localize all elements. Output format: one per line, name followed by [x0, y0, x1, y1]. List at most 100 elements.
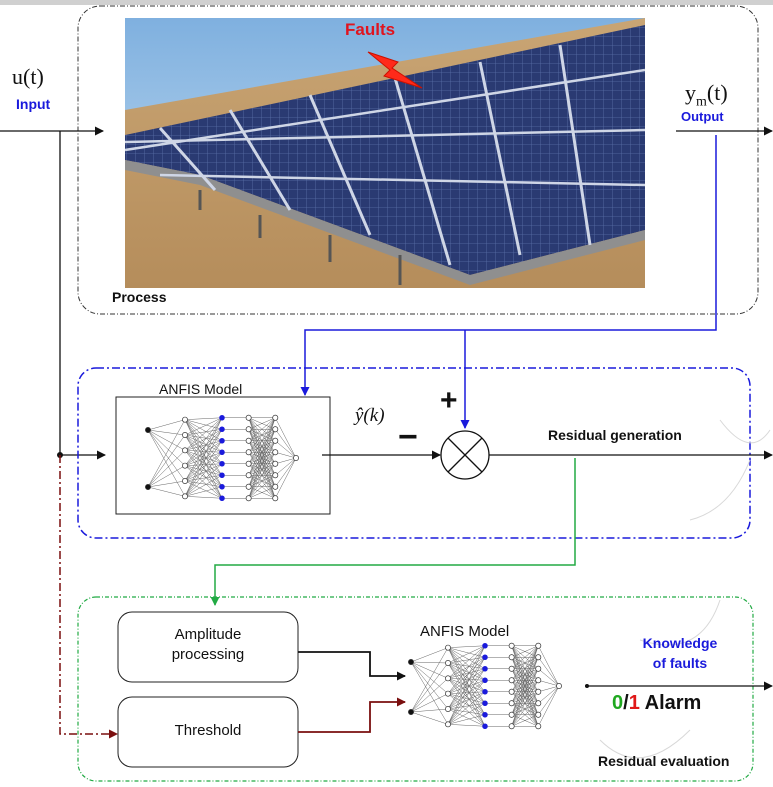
- network-node: [482, 654, 488, 660]
- network-edge: [184, 450, 223, 453]
- network-node: [219, 461, 225, 467]
- network-edge: [248, 486, 276, 499]
- network-edge: [447, 714, 486, 725]
- network-node: [535, 654, 542, 661]
- threshold-to-anfis-line: [298, 697, 406, 733]
- network-edge: [184, 480, 223, 487]
- network-edge: [447, 668, 486, 694]
- network-node: [245, 437, 252, 444]
- network-edge: [248, 452, 276, 499]
- network-edge: [447, 703, 486, 725]
- network-edge: [184, 465, 223, 487]
- network-node: [508, 642, 515, 649]
- network-edge: [184, 429, 223, 451]
- network-node: [445, 660, 451, 666]
- network-node: [182, 447, 188, 454]
- network-edge: [447, 680, 486, 710]
- network-edge: [538, 645, 560, 687]
- network-edge: [248, 429, 276, 499]
- knowledge-of-faults-label: Knowledge of faults: [642, 635, 718, 671]
- network-node: [182, 462, 188, 469]
- network-node: [508, 723, 515, 730]
- network-edge: [511, 680, 539, 727]
- network-edge: [184, 486, 223, 497]
- network-node: [508, 700, 515, 707]
- network-edge: [184, 434, 223, 441]
- network-edge: [447, 668, 486, 679]
- network-edge: [538, 685, 560, 704]
- network-node: [245, 495, 252, 502]
- input-label: Input: [16, 96, 51, 112]
- network-node: [245, 483, 252, 490]
- network-edge: [184, 417, 223, 436]
- network-edge: [147, 429, 186, 497]
- network-edge: [511, 703, 539, 727]
- network-node: [508, 665, 515, 672]
- network-edge: [447, 693, 486, 715]
- network-node: [219, 426, 225, 433]
- network-edge: [447, 647, 486, 681]
- network-edge: [248, 417, 276, 499]
- network-edge: [184, 475, 223, 482]
- network-node: [482, 665, 488, 672]
- network-edge: [511, 645, 539, 681]
- network-node: [145, 484, 151, 490]
- network-edge: [184, 417, 223, 466]
- neural-network-icon: [408, 642, 562, 730]
- network-node: [182, 432, 188, 438]
- network-edge: [511, 645, 539, 658]
- network-node: [508, 654, 515, 661]
- network-edge: [538, 657, 560, 687]
- network-edge: [147, 419, 186, 488]
- network-node: [219, 415, 225, 421]
- network-edge: [447, 662, 486, 681]
- network-edge: [248, 417, 276, 441]
- network-edge: [447, 693, 486, 704]
- network-node: [482, 723, 488, 729]
- network-edge: [410, 661, 449, 664]
- amplitude-processing-box: [117, 611, 299, 683]
- network-node: [445, 706, 451, 712]
- network-node: [508, 688, 515, 695]
- network-node: [272, 414, 279, 421]
- network-node: [219, 484, 225, 490]
- plus-sign: +: [440, 384, 458, 417]
- network-node: [293, 455, 299, 461]
- network-node: [145, 427, 151, 433]
- amplitude-processing-label: Amplitude processing: [171, 626, 245, 663]
- network-edge: [184, 452, 223, 466]
- network-node: [182, 493, 188, 500]
- network-edge: [511, 668, 539, 727]
- output-var-main: y: [685, 80, 696, 105]
- network-node: [245, 414, 252, 421]
- network-edge: [447, 657, 486, 725]
- network-node: [272, 495, 279, 502]
- network-edge: [410, 647, 449, 663]
- network-node: [272, 483, 279, 490]
- residual-to-evaluation-line: [210, 458, 576, 606]
- network-node: [219, 438, 225, 444]
- network-edge: [248, 440, 276, 499]
- input-variable: u(t): [12, 64, 44, 89]
- network-edge: [184, 429, 223, 497]
- network-edge: [184, 417, 223, 482]
- network-edge: [447, 647, 486, 658]
- network-edge: [447, 668, 486, 725]
- network-node: [245, 460, 252, 467]
- network-node: [219, 449, 225, 456]
- network-edge: [275, 457, 297, 487]
- network-edge: [275, 457, 297, 464]
- network-edge: [147, 486, 186, 497]
- network-edge: [447, 645, 486, 694]
- network-edge: [184, 429, 223, 482]
- network-edge: [275, 440, 297, 459]
- top-band: [0, 0, 773, 5]
- network-edge: [538, 680, 560, 687]
- network-node: [535, 723, 542, 730]
- network-edge: [447, 691, 486, 694]
- network-edge: [447, 647, 486, 669]
- residual-generation-label: Residual generation: [548, 427, 682, 443]
- network-node: [272, 472, 279, 479]
- alarm-zero: 0: [612, 692, 624, 714]
- network-edge: [184, 419, 223, 430]
